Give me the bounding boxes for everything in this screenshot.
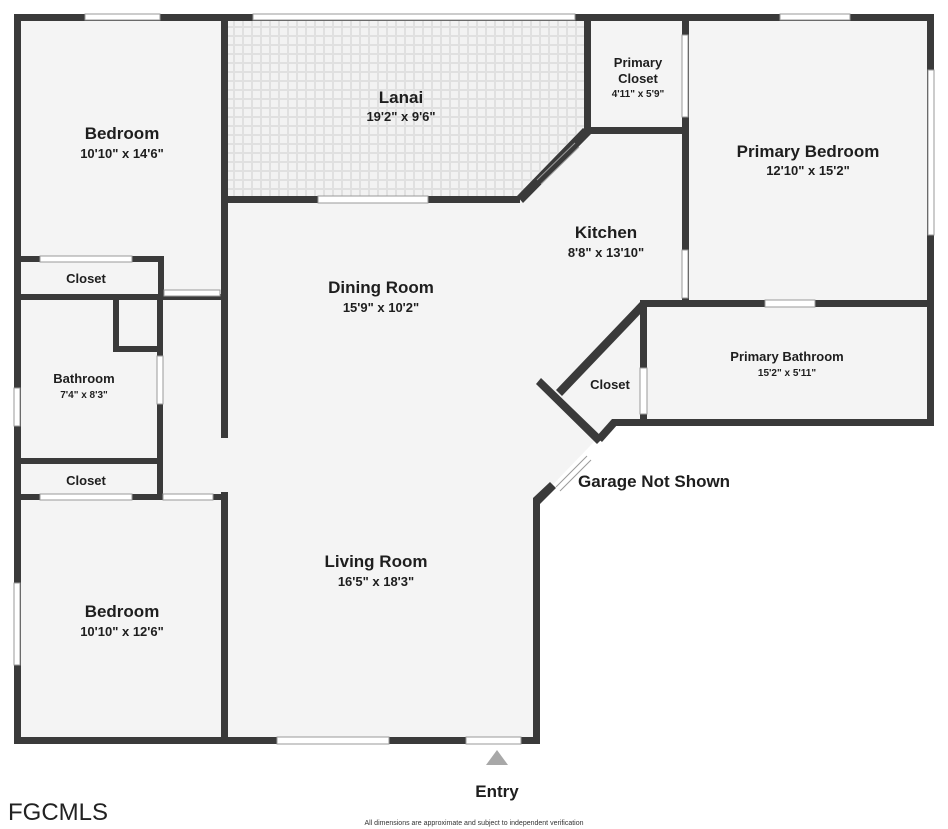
- room-dining-room: Dining Room 15'9" x 10'2": [328, 278, 434, 315]
- room-primary-bathroom: Primary Bathroom 15'2" x 5'11": [730, 349, 843, 379]
- mls-logo: FGCMLS: [8, 799, 108, 826]
- bedroom-bottom-dim: 10'10" x 12'6": [80, 624, 164, 639]
- lanai-name: Lanai: [379, 88, 423, 107]
- primary-bathroom-name: Primary Bathroom: [730, 349, 843, 364]
- room-closet-right: Closet: [590, 377, 630, 392]
- room-closet-lower: Closet: [66, 473, 106, 488]
- primary-bedroom-dim: 12'10" x 15'2": [766, 163, 850, 178]
- room-kitchen: Kitchen 8'8" x 13'10": [568, 223, 644, 260]
- closet-right-name: Closet: [590, 377, 630, 392]
- primary-closet-dim: 4'11" x 5'9": [612, 89, 665, 100]
- closet-upper-name: Closet: [66, 271, 106, 286]
- dining-room-dim: 15'9" x 10'2": [343, 300, 419, 315]
- primary-closet-name-1: Primary: [614, 55, 663, 70]
- kitchen-dim: 8'8" x 13'10": [568, 245, 644, 260]
- kitchen-name: Kitchen: [575, 223, 637, 242]
- dining-room-name: Dining Room: [328, 278, 434, 297]
- primary-closet-name-2: Closet: [618, 71, 658, 86]
- room-bedroom-top: Bedroom 10'10" x 14'6": [80, 124, 164, 161]
- lanai-dim: 19'2" x 9'6": [366, 109, 435, 124]
- bedroom-top-dim: 10'10" x 14'6": [80, 146, 164, 161]
- room-primary-bedroom: Primary Bedroom 12'10" x 15'2": [737, 142, 880, 178]
- primary-bathroom-dim: 15'2" x 5'11": [758, 368, 816, 379]
- lanai-floor: [228, 20, 586, 200]
- closet-lower-name: Closet: [66, 473, 106, 488]
- entry-label: Entry: [475, 782, 519, 801]
- bedroom-top-name: Bedroom: [85, 124, 160, 143]
- room-closet-upper: Closet: [66, 271, 106, 286]
- windows: [13, 13, 935, 745]
- room-living-room: Living Room 16'5" x 18'3": [325, 552, 428, 589]
- room-bathroom: Bathroom 7'4" x 8'3": [53, 371, 114, 401]
- room-bedroom-bottom: Bedroom 10'10" x 12'6": [80, 602, 164, 639]
- bedroom-bottom-name: Bedroom: [85, 602, 160, 621]
- primary-bedroom-name: Primary Bedroom: [737, 142, 880, 161]
- room-lanai: Lanai 19'2" x 9'6": [366, 88, 435, 124]
- disclaimer: All dimensions are approximate and subje…: [364, 820, 583, 827]
- entry-marker-icon: [486, 750, 508, 765]
- bathroom-dim: 7'4" x 8'3": [60, 390, 108, 401]
- garage-note: Garage Not Shown: [578, 472, 730, 491]
- living-room-dim: 16'5" x 18'3": [338, 574, 414, 589]
- living-room-name: Living Room: [325, 552, 428, 571]
- room-primary-closet: Primary Closet 4'11" x 5'9": [612, 55, 665, 100]
- bathroom-name: Bathroom: [53, 371, 114, 386]
